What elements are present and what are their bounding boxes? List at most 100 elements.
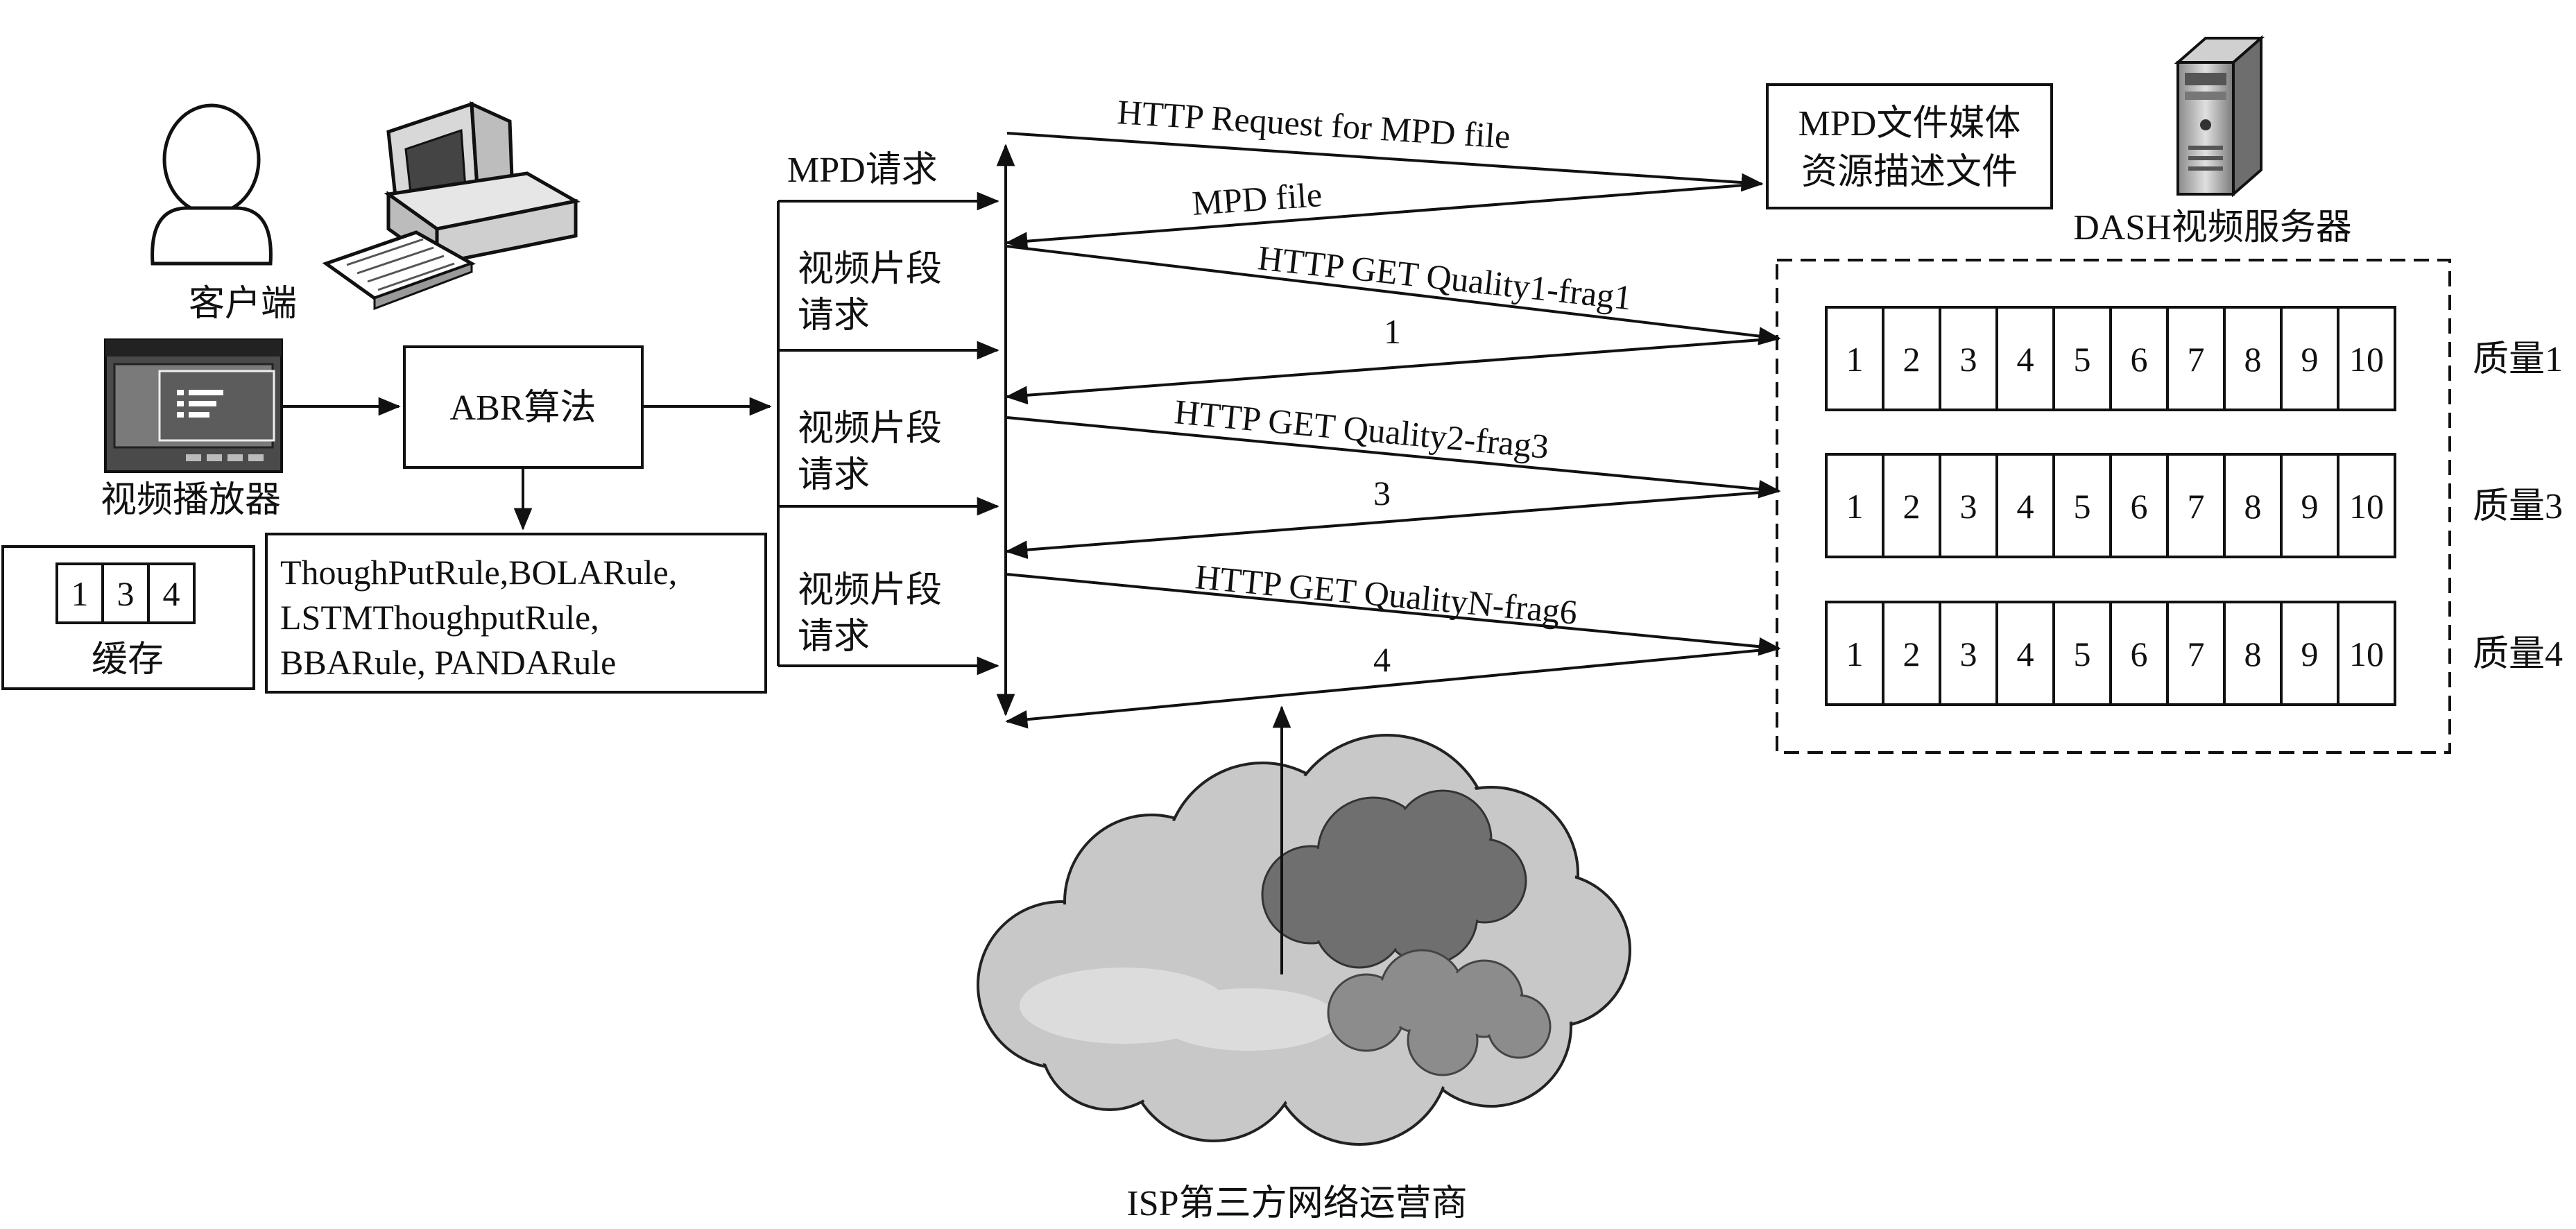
video-player-label: 视频播放器 xyxy=(101,481,281,520)
abr-rules-line: BBARule, PANDARule xyxy=(280,643,616,682)
segment-request-label: 请求 xyxy=(798,456,870,495)
msg-get-q2: HTTP GET Quality2-frag3 xyxy=(1173,392,1550,466)
isp-label: ISP第三方网络运营商 xyxy=(1126,1184,1467,1223)
abr-label: ABR算法 xyxy=(450,388,596,428)
buffer-segment xyxy=(55,562,104,624)
arrow-get-q1 xyxy=(1006,245,1781,345)
quality-segment xyxy=(1882,306,1941,411)
quality-segment-label: 9 xyxy=(2301,635,2319,673)
isp-cloud-icon xyxy=(977,734,1631,1146)
buffer-segment-label: 4 xyxy=(163,574,180,613)
arrow-mpd-request xyxy=(1006,132,1764,192)
segment-request-label: 视频片段 xyxy=(798,571,942,610)
segment-request-label: 请求 xyxy=(798,296,870,336)
mpd-box-line: MPD文件媒体 xyxy=(1798,104,2021,144)
quality-row: 1 2 3 4 5 6 7 8 9 10 质量4 xyxy=(1825,601,2563,706)
quality-segment xyxy=(2052,453,2112,558)
request-bracket xyxy=(777,191,999,676)
quality-segment-label: 4 xyxy=(2017,340,2034,379)
arrow-resp-4 xyxy=(1005,647,1780,729)
abr-rules-line: ThoughPutRule,BOLARule, xyxy=(280,553,677,592)
msg-resp-4: 4 xyxy=(1373,640,1391,679)
quality-segment xyxy=(2166,306,2226,411)
quality-segment-label: 7 xyxy=(2188,487,2205,526)
quality-segment xyxy=(2052,306,2112,411)
quality-segment-label: 6 xyxy=(2131,487,2148,526)
buffer-label: 缓存 xyxy=(92,640,164,680)
quality-segment xyxy=(1995,453,2055,558)
mpd-file-box xyxy=(1766,83,2053,209)
quality-segment-label: 2 xyxy=(1903,635,1921,673)
msg-mpd-request: HTTP Request for MPD file xyxy=(1116,92,1511,156)
client-label: 客户端 xyxy=(189,284,297,324)
arrow-mpd-file xyxy=(1005,182,1762,251)
quality-segment-label: 4 xyxy=(2017,635,2034,673)
quality-segment-label: 8 xyxy=(2244,340,2262,379)
quality-segment-label: 7 xyxy=(2188,635,2205,673)
quality-segment xyxy=(2109,601,2169,706)
quality-segment-label: 1 xyxy=(1846,635,1864,673)
quality-segment-label: 10 xyxy=(2349,340,2384,379)
quality-segment xyxy=(2223,601,2283,706)
quality-segment-label: 2 xyxy=(1903,487,1921,526)
quality-segment xyxy=(2280,306,2339,411)
msg-resp-1: 1 xyxy=(1384,312,1401,351)
arrow-resp-1 xyxy=(1005,337,1780,405)
quality-segment-label: 10 xyxy=(2349,635,2384,673)
server-icon xyxy=(2174,35,2265,198)
msg-get-q1: HTTP GET Quality1-frag1 xyxy=(1256,238,1633,317)
quality-segment-label: 8 xyxy=(2244,487,2262,526)
quality-segment-label: 4 xyxy=(2017,487,2034,526)
msg-resp-3: 3 xyxy=(1373,474,1391,513)
arrow-get-qn xyxy=(1006,573,1781,656)
quality-segment-label: 5 xyxy=(2074,635,2091,673)
quality-segment xyxy=(2337,306,2396,411)
abr-rules-line: LSTMThoughputRule, xyxy=(280,598,599,637)
buffer-segments: 1 3 4 xyxy=(55,562,196,624)
quality-segment xyxy=(2166,601,2226,706)
client-person-icon xyxy=(151,103,273,266)
quality-segment xyxy=(2337,601,2396,706)
quality-segment xyxy=(2280,601,2339,706)
quality-segment-label: 1 xyxy=(1846,340,1864,379)
quality-segment-label: 1 xyxy=(1846,487,1864,526)
quality-segment-label: 10 xyxy=(2349,487,2384,526)
quality-segment xyxy=(1939,306,1998,411)
quality-label: 质量1 xyxy=(2473,340,2563,379)
segment-request-label: 视频片段 xyxy=(798,409,942,449)
video-player-icon xyxy=(104,338,283,473)
buffer-segment-label: 1 xyxy=(71,574,89,613)
msg-mpd-file: MPD file xyxy=(1191,175,1323,223)
quality-segment xyxy=(2223,306,2283,411)
quality-segment xyxy=(2337,453,2396,558)
quality-segment-label: 3 xyxy=(1960,635,1977,673)
arrow-get-q2 xyxy=(1006,416,1781,499)
quality-segment-label: 9 xyxy=(2301,340,2319,379)
quality-segment-label: 6 xyxy=(2131,340,2148,379)
quality-segment xyxy=(1825,601,1884,706)
quality-segment-label: 2 xyxy=(1903,340,1921,379)
segment-request-label: 视频片段 xyxy=(798,250,942,289)
quality-segment-label: 7 xyxy=(2188,340,2205,379)
mpd-request-label: MPD请求 xyxy=(787,151,938,190)
msg-get-qn: HTTP GET QualityN-frag6 xyxy=(1194,557,1579,632)
quality-segment-label: 3 xyxy=(1960,340,1977,379)
quality-segment xyxy=(1995,306,2055,411)
client-computer-icon xyxy=(322,101,581,311)
quality-segment-label: 5 xyxy=(2074,340,2091,379)
quality-segment-label: 8 xyxy=(2244,635,2262,673)
quality-segment xyxy=(1939,453,1998,558)
quality-label: 质量4 xyxy=(2473,635,2563,674)
quality-segment-label: 3 xyxy=(1960,487,1977,526)
buffer-segment-label: 3 xyxy=(117,574,135,613)
quality-segment xyxy=(2166,453,2226,558)
quality-segment xyxy=(2109,453,2169,558)
quality-segment xyxy=(1882,453,1941,558)
buffer-segment xyxy=(147,562,196,624)
arrow-resp-3 xyxy=(1005,490,1780,560)
quality-segment-label: 6 xyxy=(2131,635,2148,673)
